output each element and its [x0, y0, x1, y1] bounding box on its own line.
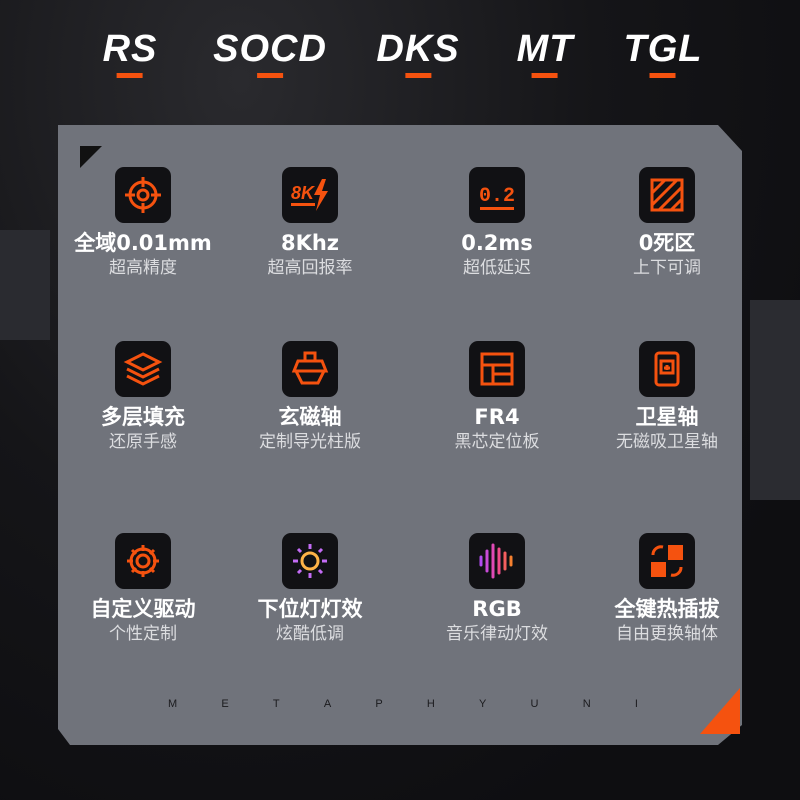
light-icon [282, 533, 338, 589]
brand-letter: U [530, 698, 539, 710]
feature-title: 自定义驱动 [90, 597, 196, 621]
tab-underline [256, 73, 283, 78]
brand-letter: P [375, 698, 383, 710]
feature-title: 下位灯灯效 [257, 597, 363, 621]
brand-letter: Y [479, 698, 487, 710]
switch-icon [282, 341, 338, 397]
feature-item: 8K 8Khz 超高回报率 [220, 167, 400, 280]
feature-item: 下位灯灯效 炫酷低调 [220, 533, 400, 646]
tab-label: RS [102, 28, 158, 70]
feature-title: 多层填充 [101, 405, 185, 429]
gear-icon [115, 533, 171, 589]
feature-item: 玄磁轴 定制导光柱版 [220, 341, 400, 454]
svg-text:0.2: 0.2 [479, 185, 515, 208]
swap-icon [639, 533, 695, 589]
brand-letter: T [272, 698, 280, 710]
feature-subtitle: 无磁吸卫星轴 [616, 432, 718, 452]
feature-item: 全键热插拔 自由更换轴体 [577, 533, 757, 646]
feature-title: FR4 [474, 405, 520, 429]
feature-subtitle: 上下可调 [633, 258, 701, 278]
layers-icon [115, 341, 171, 397]
feature-subtitle: 超高回报率 [267, 258, 353, 278]
tab-dks[interactable]: DKS [376, 28, 459, 78]
decor-right [750, 300, 800, 500]
feature-item: 卫星轴 无磁吸卫星轴 [577, 341, 757, 454]
decor-left [0, 230, 50, 340]
hatch-square-icon [639, 167, 695, 223]
feature-subtitle: 炫酷低调 [276, 624, 344, 644]
feature-title: 0死区 [638, 231, 696, 255]
feature-title: 全域0.01mm [74, 231, 212, 255]
tab-rs[interactable]: RS [103, 28, 158, 78]
feature-subtitle: 超高精度 [109, 258, 177, 278]
feature-title: 0.2ms [461, 231, 533, 255]
feature-subtitle: 个性定制 [109, 624, 177, 644]
feature-title: RGB [472, 597, 522, 621]
feature-title: 玄磁轴 [278, 405, 342, 429]
tab-underline [404, 73, 431, 78]
stabilizer-icon [639, 341, 695, 397]
feature-item: FR4 黑芯定位板 [407, 341, 587, 454]
tab-mt[interactable]: MT [517, 28, 574, 78]
brand-letter: N [582, 698, 591, 710]
feature-title: 全键热插拔 [614, 597, 720, 621]
soundwave-icon [469, 533, 525, 589]
feature-item: 自定义驱动 个性定制 [53, 533, 233, 646]
feature-panel [58, 125, 742, 745]
plate-icon [469, 341, 525, 397]
svg-text:8K: 8K [291, 183, 316, 203]
feature-subtitle: 音乐律动灯效 [446, 624, 548, 644]
tab-label: DKS [376, 28, 460, 70]
brand-letter: A [323, 698, 332, 710]
0.2-icon: 0.2 [469, 167, 525, 223]
tab-underline [532, 73, 558, 78]
feature-item: 0死区 上下可调 [577, 167, 757, 280]
tab-tgl[interactable]: TGL [624, 28, 703, 78]
tab-underline [116, 73, 143, 78]
feature-title: 8Khz [280, 231, 340, 255]
feature-item: 全域0.01mm 超高精度 [53, 167, 233, 280]
tab-label: TGL [623, 28, 703, 70]
feature-item: 多层填充 还原手感 [53, 341, 233, 454]
feature-subtitle: 超低延迟 [463, 258, 531, 278]
tab-label: SOCD [213, 28, 327, 70]
tab-label: MT [516, 28, 574, 70]
feature-item: RGB 音乐律动灯效 [407, 533, 587, 646]
brand-letter: M [168, 698, 178, 710]
corner-triangle [80, 146, 102, 168]
orange-corner [700, 688, 740, 734]
brand-letter: I [634, 698, 638, 710]
8k-bolt-icon: 8K [282, 167, 338, 223]
feature-title: 卫星轴 [635, 405, 699, 429]
brand-letter: E [221, 698, 229, 710]
feature-subtitle: 定制导光柱版 [259, 432, 361, 452]
brand-letter: H [426, 698, 435, 710]
feature-subtitle: 自由更换轴体 [616, 624, 718, 644]
crosshair-icon [115, 167, 171, 223]
feature-subtitle: 还原手感 [109, 432, 177, 452]
tab-socd[interactable]: SOCD [213, 28, 327, 78]
tab-underline [649, 73, 676, 78]
feature-subtitle: 黑芯定位板 [454, 432, 540, 452]
feature-item: 0.2 0.2ms 超低延迟 [407, 167, 587, 280]
